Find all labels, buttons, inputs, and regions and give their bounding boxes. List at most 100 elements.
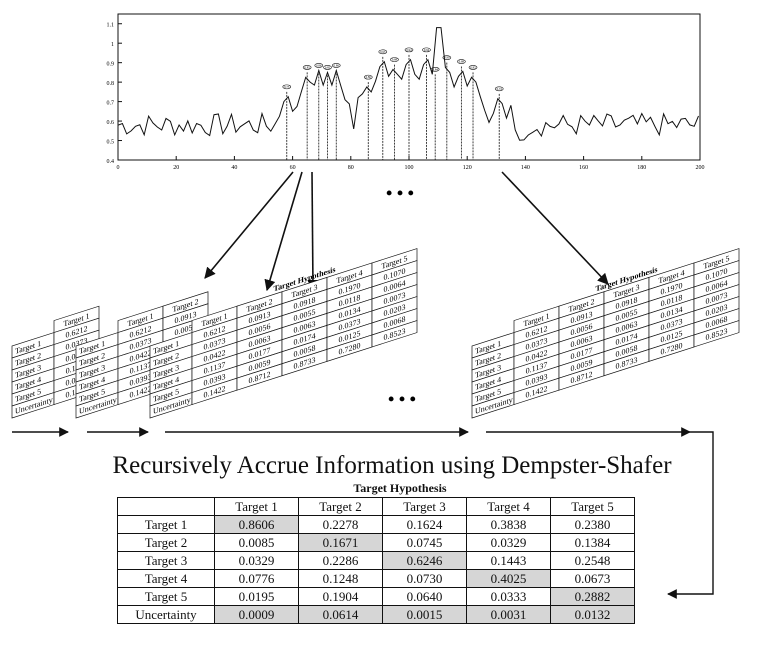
x-tick-label: 160 [579, 165, 588, 171]
peak-label: 0.80 [366, 75, 372, 79]
table-cell: 0.0031 [466, 605, 551, 624]
peak-label-marker [378, 49, 388, 55]
table-cell: 0.4025 [466, 569, 551, 588]
x-tick-label: 180 [637, 165, 646, 171]
x-tick-label: 0 [117, 165, 120, 171]
y-tick-label: 0.7 [107, 101, 115, 107]
table-cell: 0.1904 [298, 587, 383, 606]
peak-label-marker [331, 63, 341, 68]
peak-label-marker [494, 86, 504, 92]
table-cell: 0.3838 [466, 515, 551, 534]
result-table-title: Target Hypothesis [353, 481, 447, 495]
y-tick-label: 0.9 [107, 62, 115, 68]
ellipsis-top: • • • [386, 183, 414, 203]
table-cell-box [693, 320, 740, 348]
peak-label: 0.84 [433, 67, 439, 71]
table-cell: 0.1443 [466, 551, 551, 570]
accrual-arrows [12, 427, 714, 599]
table-cell: 0.2882 [550, 587, 635, 606]
table-cell: 0.1384 [550, 533, 635, 552]
peak-label-marker [457, 59, 466, 64]
table-row: Target 3 0.0329 0.2286 0.6246 0.1443 0.2… [117, 551, 635, 570]
ellipsis-middle: • • • [388, 389, 416, 409]
table-cell: 0.0329 [466, 533, 551, 552]
table-cell: 0.2380 [550, 515, 635, 534]
column-header: Target 3 [382, 497, 467, 516]
row-header: Target 4 [117, 569, 215, 588]
column-header: Target 2 [298, 497, 383, 516]
peak-label-marker [282, 84, 292, 90]
table-row: Target 4 0.0776 0.1248 0.0730 0.4025 0.0… [117, 569, 635, 588]
y-tick-label: 0.6 [107, 120, 115, 126]
table-row: Uncertainty 0.0009 0.0614 0.0015 0.0031 … [117, 605, 635, 624]
row-header: Target 2 [117, 533, 215, 552]
y-tick-label: 0.8 [107, 81, 115, 87]
row-header: Target 1 [117, 515, 215, 534]
row-header: Target 5 [117, 587, 215, 606]
peak-label: 0.93 [380, 50, 386, 54]
x-tick-label: 60 [290, 165, 296, 171]
y-tick-label: 0.5 [107, 140, 115, 146]
result-table: Target 1 Target 2 Target 3 Target 4 Targ… [117, 497, 635, 624]
peak-label-marker [442, 55, 452, 60]
peak-label: 0.74 [497, 87, 503, 91]
peak-label-marker [363, 74, 373, 80]
peak-label: 0.94 [424, 48, 430, 52]
peak-label-marker [404, 47, 414, 53]
column-header: Target 5 [550, 497, 635, 516]
column-header: Target 4 [466, 497, 551, 516]
table-cell: 0.8606 [214, 515, 299, 534]
table-cell: 0.2278 [298, 515, 383, 534]
x-tick-label: 120 [463, 165, 472, 171]
result-header-row: Target 1 Target 2 Target 3 Target 4 Targ… [117, 497, 635, 516]
y-tick-label: 1 [111, 42, 114, 48]
peak-label: 0.85 [325, 65, 331, 69]
y-tick-label: 1.1 [107, 23, 115, 29]
peak-label: 0.85 [470, 65, 476, 69]
peak-label: 0.86 [316, 63, 322, 67]
peak-label-marker [323, 65, 332, 70]
x-tick-label: 140 [521, 165, 530, 171]
peak-label-marker [390, 57, 399, 62]
corner-cell [117, 497, 215, 516]
row-header: Target 3 [117, 551, 215, 570]
table-cell: 0.0673 [550, 569, 635, 588]
table-cell: 0.0776 [214, 569, 299, 588]
table-cell: 0.2286 [298, 551, 383, 570]
peak-label-marker [302, 65, 312, 70]
table-cell: 0.0015 [382, 605, 467, 624]
peak-label: 0.89 [392, 58, 398, 62]
headline: Recursively Accrue Information using Dem… [112, 452, 672, 479]
table-cell: 0.0614 [298, 605, 383, 624]
table-row: Target 5 0.0195 0.1904 0.0640 0.0333 0.2… [117, 587, 635, 606]
x-tick-label: 100 [405, 165, 414, 171]
peak-label-marker [430, 67, 440, 72]
table-cell: 0.6246 [382, 551, 467, 570]
x-tick-label: 20 [173, 165, 179, 171]
signal-line [117, 27, 699, 141]
column-header: Target 1 [214, 497, 299, 516]
table-cell: 0.0640 [382, 587, 467, 606]
table-cell: 0.0329 [214, 551, 299, 570]
table-row: Target 2 0.0085 0.1671 0.0745 0.0329 0.1… [117, 533, 635, 552]
table-cell: 0.1671 [298, 533, 383, 552]
peak-label: 0.86 [334, 63, 340, 67]
y-tick-label: 0.4 [107, 159, 115, 165]
peak-label-marker [422, 47, 431, 53]
table-cell: 0.0730 [382, 569, 467, 588]
x-tick-label: 80 [348, 165, 354, 171]
peak-label: 0.88 [459, 60, 465, 64]
table-cell: 0.0745 [382, 533, 467, 552]
peak-label: 0.90 [444, 56, 450, 60]
row-header: Uncertainty [117, 605, 215, 624]
table-cell-box [371, 320, 418, 348]
table-cell: 0.0333 [466, 587, 551, 606]
peak-label: 0.94 [406, 48, 412, 52]
